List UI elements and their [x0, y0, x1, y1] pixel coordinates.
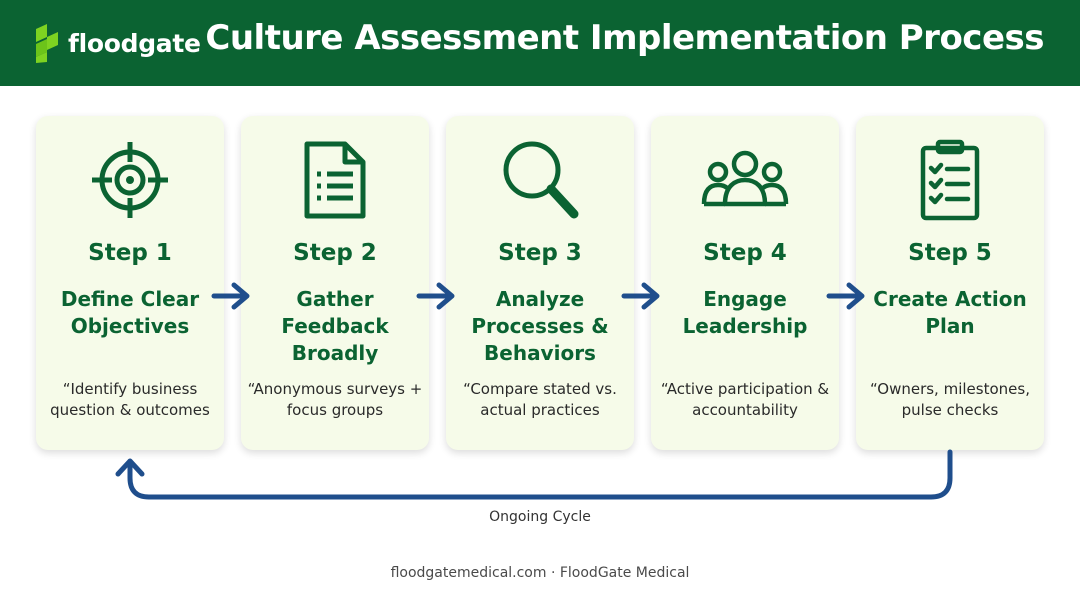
target-icon: [90, 138, 170, 222]
floodgate-logo-icon: [36, 24, 58, 63]
step-description: “Anonymous surveys + focus groups: [247, 380, 423, 419]
step-description: “Owners, milestones, pulse checks: [870, 380, 1030, 419]
footer-credit: floodgatemedical.com · FloodGate Medical: [390, 565, 690, 581]
step-title: Gather Feedback Broadly: [281, 287, 389, 365]
step-number: Step 1: [88, 240, 172, 266]
right-arrow-icon: [416, 282, 455, 310]
right-arrow-icon: [211, 282, 250, 310]
people-icon: [701, 138, 789, 222]
step-number: Step 2: [293, 240, 377, 266]
step-number: Step 5: [908, 240, 992, 266]
magnifier-icon: [500, 138, 580, 222]
step-title: Define Clear Objectives: [60, 287, 200, 338]
right-arrow-icon: [826, 282, 865, 310]
step-card-4: Step 4 Engage Leadership “Active partici…: [651, 116, 839, 450]
brand-logo[interactable]: floodgate: [34, 22, 201, 64]
step-description: “Active participation & accountability: [660, 380, 830, 419]
checklist-icon: [910, 138, 990, 222]
right-arrow-icon: [621, 282, 660, 310]
page-title: Culture Assessment Implementation Proces…: [205, 18, 1044, 58]
step-card-2: Step 2 Gather Feedback Broadly “Anonymou…: [241, 116, 429, 450]
step-description: “Identify business question & outcomes: [50, 380, 210, 419]
step-card-5: Step 5 Create Action Plan “Owners, miles…: [856, 116, 1044, 450]
document-icon: [295, 138, 375, 222]
step-description: “Compare stated vs. actual practices: [463, 380, 617, 419]
step-title: Create Action Plan: [873, 287, 1027, 338]
step-title: Analyze Processes & Behaviors: [471, 287, 609, 365]
logo-wordmark: floodgate: [68, 28, 201, 58]
step-number: Step 3: [498, 240, 582, 266]
step-title: Engage Leadership: [682, 287, 808, 338]
cycle-label: Ongoing Cycle: [489, 509, 591, 525]
step-card-1: Step 1 Define Clear Objectives “Identify…: [36, 116, 224, 450]
header-bar: floodgate Culture Assessment Implementat…: [0, 0, 1080, 86]
step-number: Step 4: [703, 240, 787, 266]
step-card-3: Step 3 Analyze Processes & Behaviors “Co…: [446, 116, 634, 450]
